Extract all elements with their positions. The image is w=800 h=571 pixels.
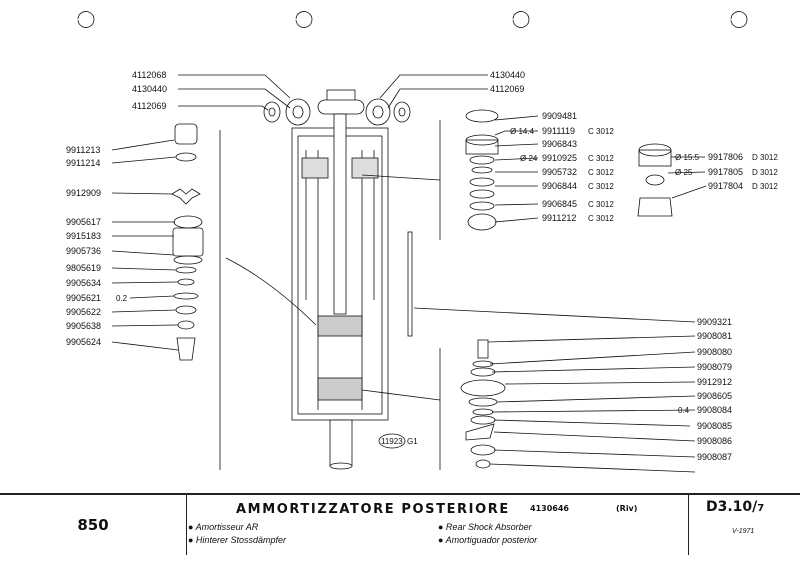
mid-stack [465,109,499,231]
spec-d2: D 3012 [752,168,778,177]
label-9911214: 9911214 [66,158,100,168]
label-9909481: 9909481 [542,111,577,121]
spec-c6: C 3012 [588,214,614,223]
spec-c4: C 3012 [588,182,614,191]
label-9908087: 9908087 [697,452,732,462]
label-9908086: 9908086 [697,436,732,446]
sheet-code: D3.10/7 [706,499,764,515]
revision-date: V-1971 [732,528,755,535]
spec-d14: Ø 14.4 [510,127,535,136]
binder-holes [77,11,748,28]
title-french: ● Amortisseur AR [188,522,259,532]
label-9908080: 9908080 [697,347,732,357]
spec-c5: C 3012 [588,200,614,209]
spec-c2: C 3012 [588,154,614,163]
label-9905736: 9905736 [66,246,101,256]
label-4112068: 4112068 [132,70,166,80]
label-9908081: 9908081 [697,331,732,341]
manufacturer: (Riv) [616,504,638,513]
label-9905638: 9905638 [66,321,101,331]
sheet-code-box: D3.10/7 V-1971 [690,495,800,555]
label-9905634: 9905634 [66,278,101,288]
label-4130440-left: 4130440 [132,84,167,94]
label-4112069-left: 4112069 [132,101,166,111]
label-4112069-right: 4112069 [490,84,524,94]
left-stack [171,123,204,361]
model-number: 850 [0,495,187,555]
label-9912909: 9912909 [66,188,101,198]
spec-d155: Ø 15.5 [675,153,700,162]
label-9912912: 9912912 [697,377,732,387]
right-stack [460,339,506,469]
spec-d24: Ø 24 [520,154,538,163]
spec-d3: D 3012 [752,182,778,191]
label-9911119: 9911119 [542,126,575,136]
drawing-ref-suffix: G1 [407,437,418,446]
title-box: AMMORTIZZATORE POSTERIORE 4130646 (Riv) … [188,495,689,555]
sheet-code-sub: 7 [757,503,765,514]
title-block: 850 AMMORTIZZATORE POSTERIORE 4130646 (R… [0,493,800,571]
sheet-code-main: D3.10/ [706,499,758,515]
label-9905732: 9905732 [542,167,577,177]
label-9917805: 9917805 [708,167,743,177]
drawing-reference: 11923 G1 [378,433,418,449]
label-9905617: 9905617 [66,217,101,227]
spec-d25: Ø 25 [675,168,693,177]
label-9909321: 9909321 [697,317,732,327]
title-english: ● Rear Shock Absorber [438,522,532,532]
spec-0-2: 0.2 [116,294,128,303]
title-german: ● Hinterer Stossdämpfer [188,535,286,545]
title-spanish: ● Amortiguador posterior [438,535,538,545]
label-9906843: 9906843 [542,139,577,149]
far-right-stack [637,143,673,217]
label-9911213: 9911213 [66,145,100,155]
bracket-lines [219,120,696,470]
leader-lines [111,74,707,473]
label-9905622: 9905622 [66,307,101,317]
label-9906845: 9906845 [542,199,577,209]
label-9911212: 9911212 [542,213,576,223]
spec-c1: C 3012 [588,127,614,136]
exploded-parts-diagram: 4112068 4130440 4112069 9911213 9911214 … [66,11,778,473]
label-9910925: 9910925 [542,153,577,163]
top-bushings [263,98,411,126]
label-9908084: 9908084 [697,405,732,415]
assembly-part-number: 4130646 [530,504,569,513]
label-9908085: 9908085 [697,421,732,431]
spec-d1: D 3012 [752,153,778,162]
label-9908605: 9908605 [697,391,732,401]
shock-body [291,89,389,470]
label-9906844: 9906844 [542,181,577,191]
label-9805619: 9805619 [66,263,101,273]
label-9905621: 9905621 [66,293,101,303]
label-4130440-right: 4130440 [490,70,525,80]
label-9917806: 9917806 [708,152,743,162]
page-title: AMMORTIZZATORE POSTERIORE [236,502,510,517]
label-9905624: 9905624 [66,337,101,347]
spec-0-4: 0.4 [678,406,690,415]
drawing-ref-number: 11923 [381,437,403,446]
label-9917804: 9917804 [708,181,743,191]
spec-c3: C 3012 [588,168,614,177]
label-9908079: 9908079 [697,362,732,372]
guide-rod [407,231,413,337]
label-9915183: 9915183 [66,231,101,241]
